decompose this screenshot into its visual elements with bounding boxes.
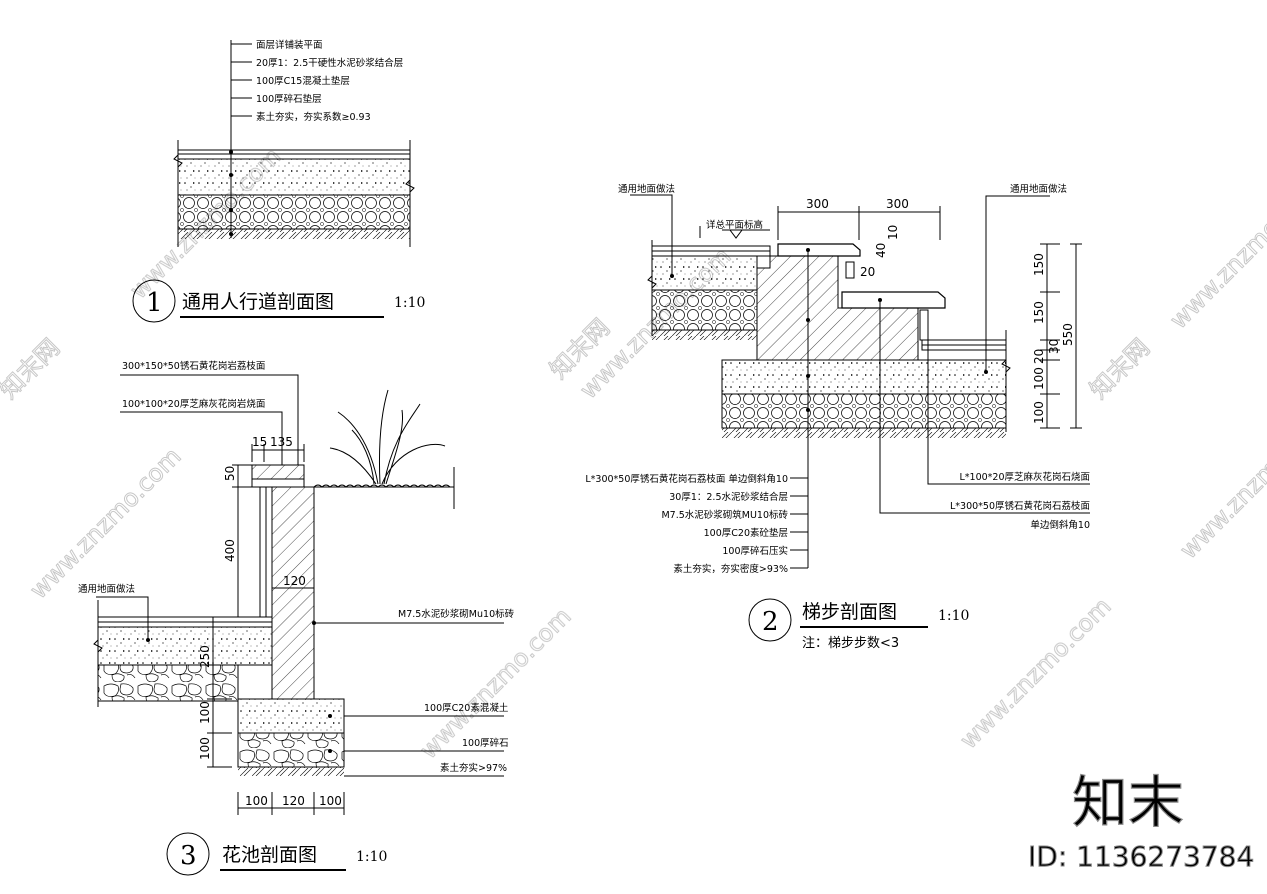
section2-dim: 100 xyxy=(1032,367,1046,390)
section2-elevation-label: 详总平面标高 xyxy=(706,219,763,231)
section1-number: 1 xyxy=(146,288,163,318)
section1-drawing xyxy=(173,40,415,247)
section2-top-right-label: 通用地面做法 xyxy=(1010,183,1067,195)
section2-scale: 1:10 xyxy=(938,608,969,624)
section2-dim: 150 xyxy=(1032,301,1046,324)
section2-layer-label: 30厚1：2.5水泥砂浆结合层 xyxy=(669,491,788,503)
section3-dim: 135 xyxy=(270,435,293,449)
watermark-site-short: 知末网 xyxy=(0,334,65,405)
section3-face-label: 100*100*20厚芝麻灰花岗岩烧面 xyxy=(122,398,265,410)
section1-scale: 1:10 xyxy=(394,295,425,311)
section2-dim: 150 xyxy=(1032,253,1046,276)
section3-dim: 250 xyxy=(198,645,212,668)
section2-dim: 40 xyxy=(874,243,888,258)
watermark-site: www.znzmo.com xyxy=(954,592,1116,754)
section2-dim: 300 xyxy=(806,197,829,211)
section2-dim: 20 xyxy=(1032,349,1046,364)
section2-dim: 30 xyxy=(1047,339,1061,354)
section2-dim: 100 xyxy=(1032,401,1046,424)
section2-number: 2 xyxy=(762,607,779,637)
section2-right-label: L*300*50厚锈石黄花岗石荔枝面 xyxy=(950,500,1090,512)
section2-layer-label: L*300*50厚锈石黄花岗石荔枝面 单边倒斜角10 xyxy=(585,473,788,485)
section3-dim: 120 xyxy=(282,794,305,808)
watermark-brand: 知末 xyxy=(1072,771,1184,836)
section3-cap-label: 300*150*50锈石黄花岗岩荔枝面 xyxy=(122,360,265,372)
section3-dim: 120 xyxy=(283,574,306,588)
watermark-site: www.znzmo.com xyxy=(1164,172,1267,334)
watermark-id: ID: 1136273784 xyxy=(1028,840,1254,873)
section3-dim: 100 xyxy=(198,701,212,724)
section1-layer-label: 20厚1：2.5干硬性水泥砂浆结合层 xyxy=(256,57,403,69)
section2-title: 梯步剖面图 xyxy=(802,601,897,623)
watermark-site: www.znzmo.com xyxy=(24,442,186,604)
section3-wall-label: M7.5水泥砂浆砌Mu10标砖 xyxy=(398,608,515,620)
watermark-site-short: 知末网 xyxy=(1084,334,1155,405)
section1-layer-label: 100厚碎石垫层 xyxy=(256,93,322,105)
section2-dim-total: 550 xyxy=(1061,323,1075,346)
section3-title: 花池剖面图 xyxy=(222,844,317,866)
section3-dim: 400 xyxy=(223,539,237,562)
section3-scale: 1:10 xyxy=(356,849,387,865)
section2-dim: 300 xyxy=(886,197,909,211)
section2-right-label: 单边倒斜角10 xyxy=(1030,519,1090,531)
section1-title-block: 1 通用人行道剖面图 1:10 xyxy=(132,279,425,323)
section2-layer-label: 100厚C20素砼垫层 xyxy=(704,527,788,539)
section2-top-left-label: 通用地面做法 xyxy=(618,183,675,195)
section2-layer-label: 100厚碎石压实 xyxy=(722,545,788,557)
section3-dim: 100 xyxy=(198,737,212,760)
watermark-site: www.znzmo.com xyxy=(1174,402,1267,564)
section3-title-block: 3 花池剖面图 1:10 xyxy=(166,832,387,876)
section2-layer-label: 素土夯实，夯实密度>93% xyxy=(673,563,788,575)
section3-dim: 100 xyxy=(319,794,342,808)
section3-dim: 15 xyxy=(252,435,267,449)
section2-dim: 20 xyxy=(860,265,875,279)
section3-drawing xyxy=(93,374,504,815)
section1-title: 通用人行道剖面图 xyxy=(182,291,334,313)
section3-ground-label: 通用地面做法 xyxy=(78,583,135,595)
section2-layer-label: M7.5水泥砂浆砌筑MU10标砖 xyxy=(661,509,788,521)
section2-right-label: L*100*20厚芝麻灰花岗石烧面 xyxy=(959,471,1090,483)
section2-drawing xyxy=(630,194,1090,569)
section3-concrete-label: 100厚C20素混凝土 xyxy=(424,702,509,714)
section3-dim: 100 xyxy=(245,794,268,808)
section2-dim: 10 xyxy=(886,225,900,240)
section1-layer-label: 素土夯实，夯实系数≥0.93 xyxy=(256,111,371,123)
section2-note: 注：梯步步数<3 xyxy=(802,636,899,651)
section1-layer-label: 面层详铺装平面 xyxy=(256,39,323,51)
section3-number: 3 xyxy=(180,841,197,871)
section3-gravel-label: 100厚碎石 xyxy=(462,737,509,749)
section3-soil-label: 素土夯实>97% xyxy=(440,762,507,774)
section3-dim: 50 xyxy=(223,466,237,481)
section2-title-block: 2 梯步剖面图 1:10 注：梯步步数<3 xyxy=(748,598,969,651)
section1-layer-label: 100厚C15混凝土垫层 xyxy=(256,75,350,87)
